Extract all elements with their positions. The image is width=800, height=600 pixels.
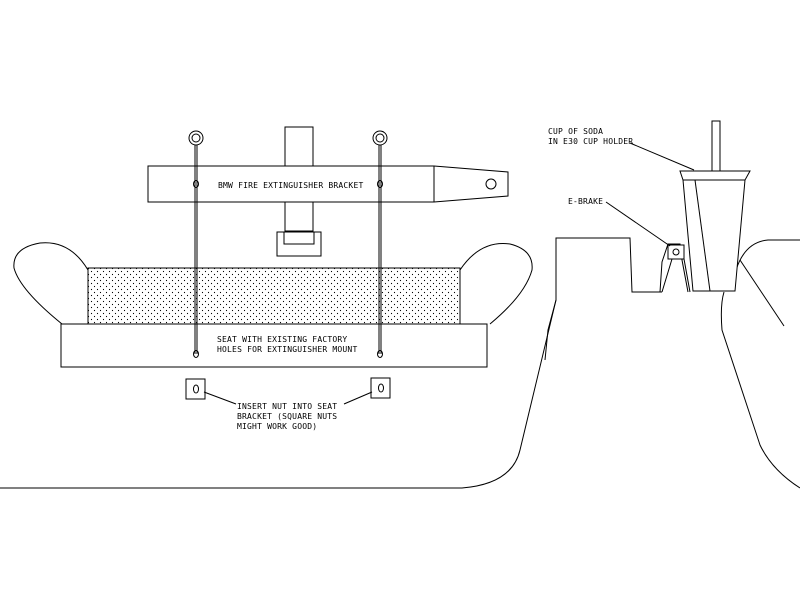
nut-leader-left [203,391,237,405]
cup-holder [679,170,751,292]
right-bolt [372,130,388,358]
right-square-nut [370,377,391,399]
seat-base [60,323,488,368]
cup-leader [629,142,695,171]
seat-label-line2: HOLES FOR EXTINGUISHER MOUNT [217,345,357,354]
left-square-nut [185,378,206,400]
seat-label-line1: SEAT WITH EXISTING FACTORY [217,335,347,344]
soda-straw [711,120,721,172]
console-left-wall [544,299,557,361]
right-seat-edge [735,239,800,271]
left-bolt [188,130,204,358]
bracket-end-hole [485,178,497,190]
cup-label-line2: IN E30 CUP HOLDER [548,137,633,146]
nut-label-line1: INSERT NUT INTO SEAT [237,402,337,411]
cup-label-line1: CUP OF SODA [548,127,603,136]
floor-outline [0,237,662,489]
seat-right-bolster [459,243,533,325]
e-brake-base [661,258,691,293]
bracket-label: BMW FIRE EXTINGUISHER BRACKET [218,181,363,190]
seat-left-bolster [13,242,89,325]
ebrake-label: E-BRAKE [568,197,603,206]
nut-leader-right [343,391,373,405]
seat-cushion [87,267,461,325]
console-outline [659,243,689,293]
nut-label-line2: BRACKET (SQUARE NUTS [237,412,337,421]
tunnel-right [720,291,800,489]
right-seat-line [739,259,785,327]
ebrake-leader [605,201,671,247]
bracket-post-foot [276,231,322,257]
e-brake-handle [667,244,685,260]
nut-label-line3: MIGHT WORK GOOD) [237,422,317,431]
cup-side [694,179,711,292]
e-brake-button [672,248,680,256]
